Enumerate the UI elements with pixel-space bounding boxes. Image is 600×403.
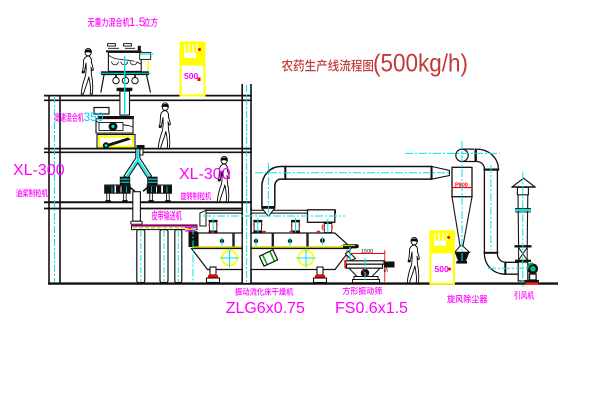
- svg-text:P800: P800: [455, 182, 468, 188]
- svg-text:(500kg/h): (500kg/h): [373, 50, 468, 78]
- svg-text:XL-300: XL-300: [179, 166, 231, 183]
- svg-text:500: 500: [184, 71, 198, 81]
- svg-text:1500: 1500: [361, 249, 373, 255]
- svg-text:FS0.6x1.5: FS0.6x1.5: [335, 300, 408, 317]
- svg-text:350: 350: [84, 110, 104, 124]
- svg-text:1.5: 1.5: [129, 15, 146, 29]
- svg-text:ZLG6x0.75: ZLG6x0.75: [226, 300, 305, 317]
- svg-text:XL-300: XL-300: [13, 162, 65, 179]
- svg-text:500: 500: [435, 264, 449, 274]
